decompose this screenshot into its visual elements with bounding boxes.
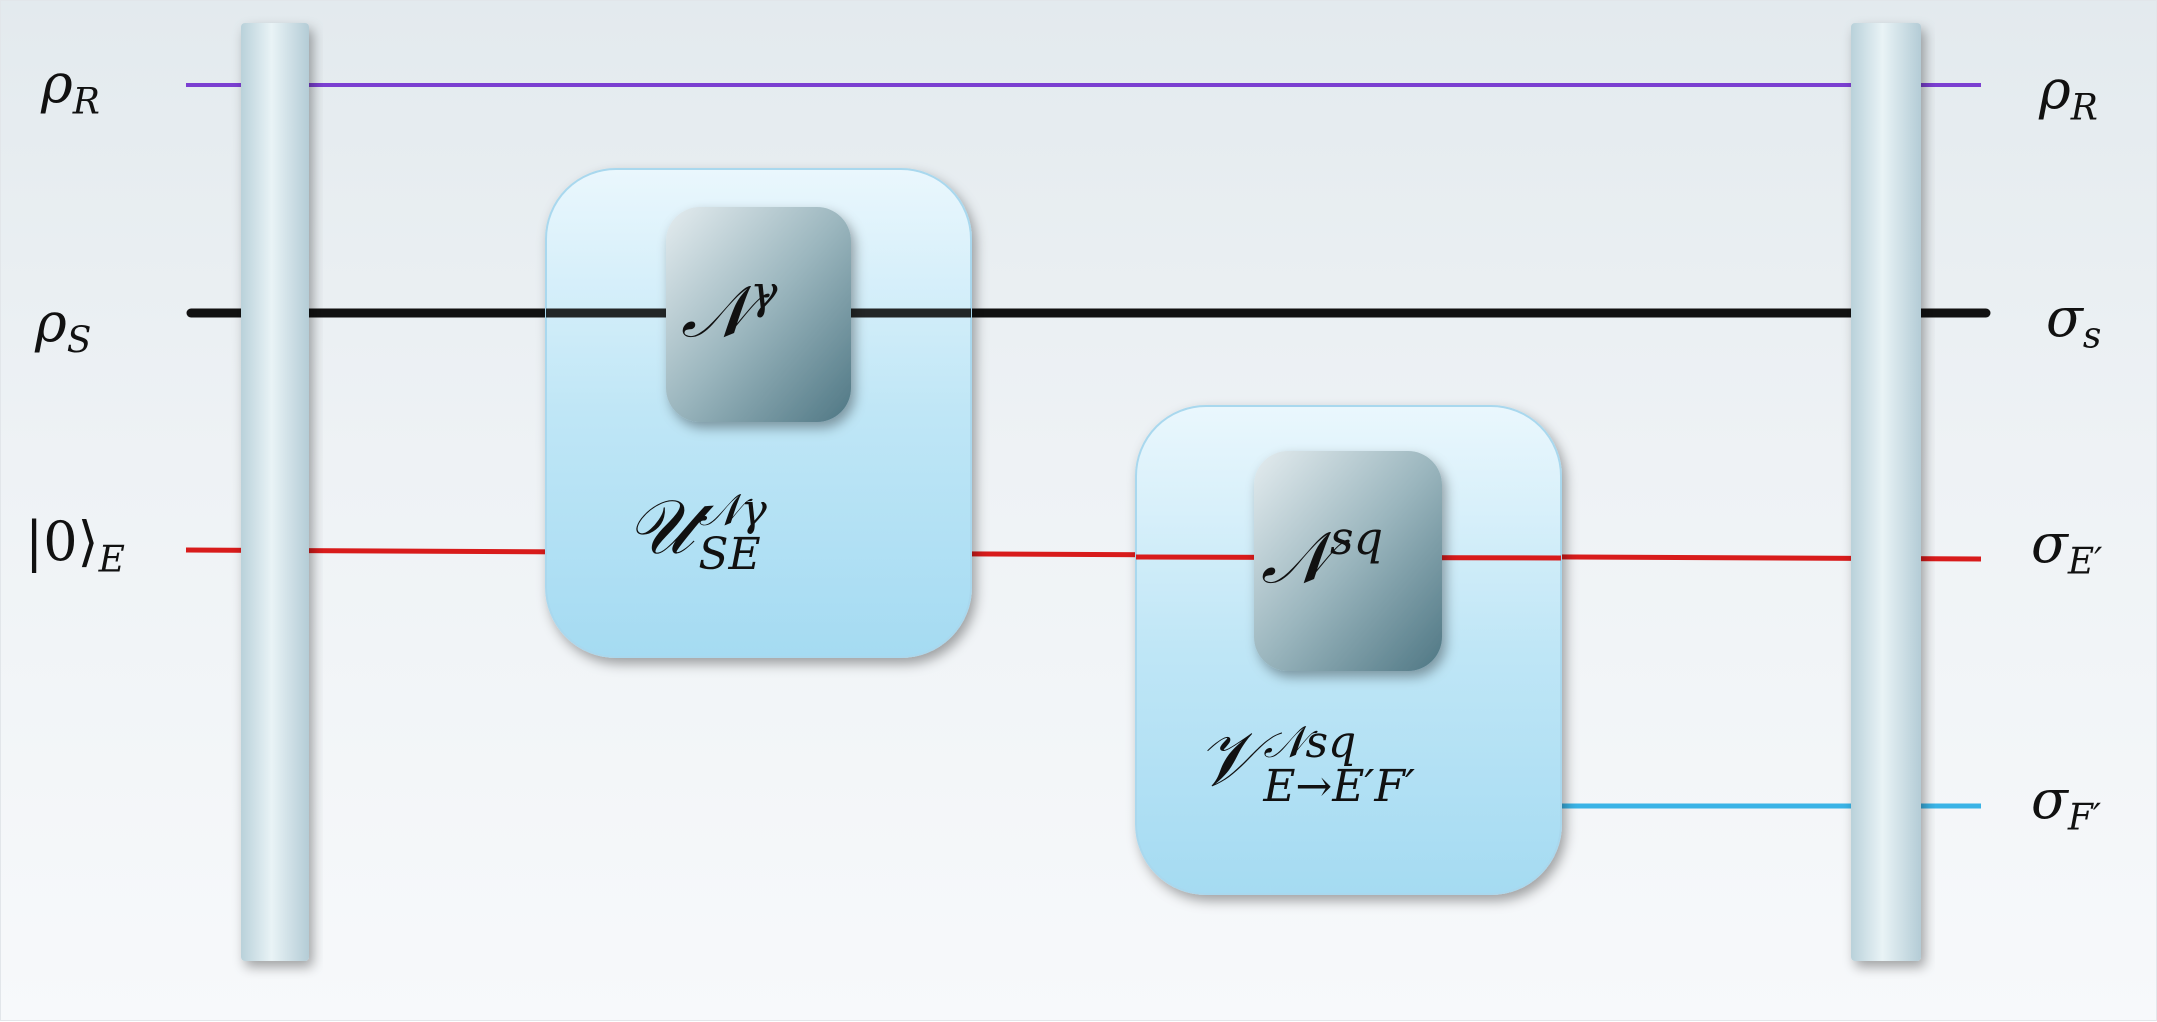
output-rho-r-label: ρR [2039, 58, 2098, 129]
n-sq-label: 𝒩sq [1261, 511, 1384, 600]
channel-n-gamma-gate [666, 207, 851, 422]
environment-wire [185, 547, 1982, 562]
output-sigma-e-label: σE′ [2031, 512, 2103, 583]
input-ket0-label: |0⟩E [25, 510, 125, 581]
input-rho-r-label: ρR [41, 52, 100, 123]
n-gamma-label: 𝒩γ [681, 265, 778, 354]
input-rho-s-label: ρS [35, 291, 92, 362]
channel-n-sq-gate [1254, 451, 1442, 671]
output-sigma-s-label: σs [2046, 286, 2102, 357]
right-bar [1851, 23, 1921, 961]
output-sigma-f-label: σF′ [2031, 768, 2102, 839]
left-bar [241, 23, 309, 961]
